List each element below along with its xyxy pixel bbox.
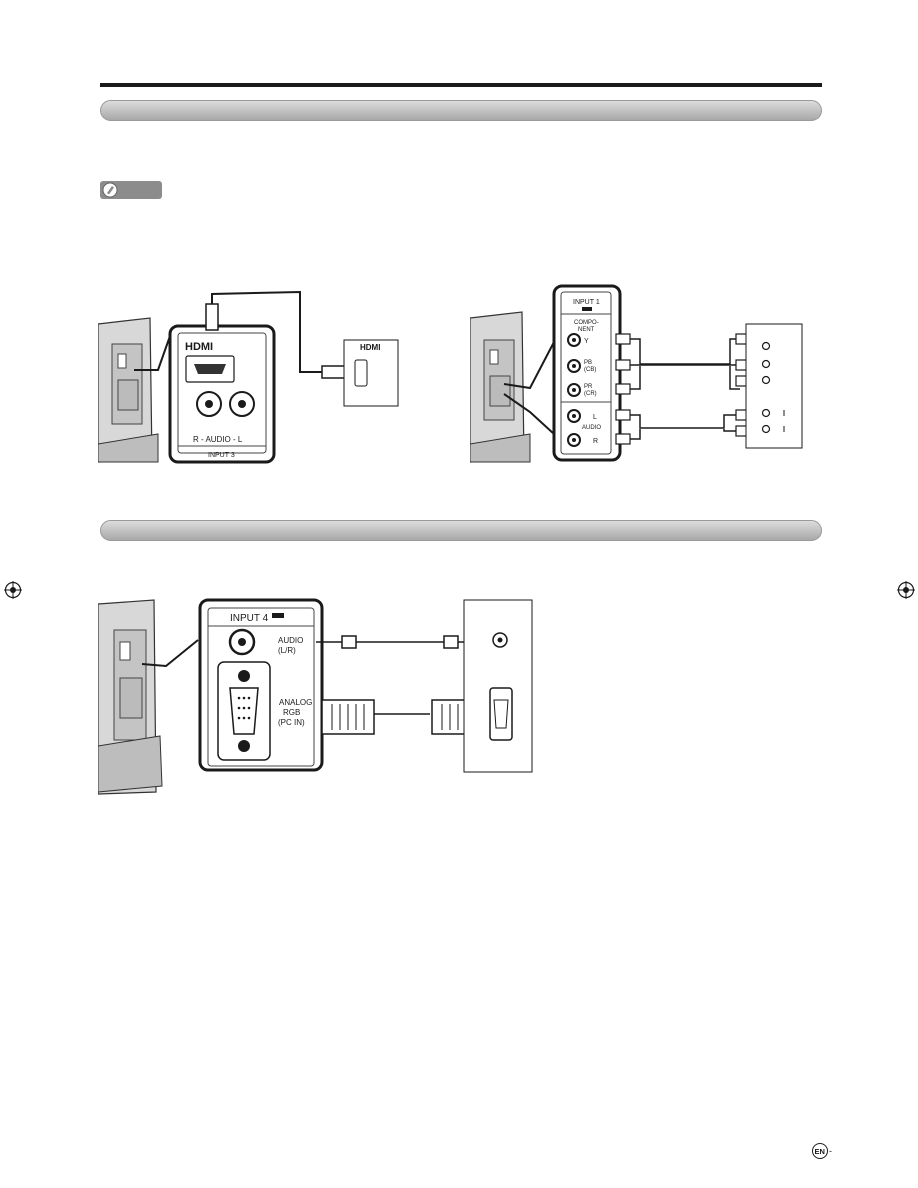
audio-label-component: AUDIO (582, 425, 601, 431)
component-device (745, 323, 803, 449)
pb-label: PB (584, 360, 592, 366)
component-connection-diagram: INPUT 1 COMPO- NENT Y PB (CB) PR (CR) L … (470, 284, 803, 463)
device-jacks (761, 341, 771, 434)
component-label-line1: COMPO- (574, 320, 599, 326)
l-label: L (593, 414, 597, 421)
component-audio-cable (630, 414, 740, 429)
hdmi-connection-diagram: HDMI R - AUDIO - L INPUT 3 HDMI (98, 290, 399, 464)
language-badge-text: EN (815, 1147, 825, 1156)
pr-label: PR (584, 384, 593, 390)
vga-port (229, 687, 259, 735)
component-video-cable (630, 338, 740, 365)
device-hdmi-port (354, 359, 368, 387)
cb-label: (CB) (584, 367, 596, 373)
note-icon (100, 181, 162, 199)
hdmi-plug-tv (205, 303, 219, 331)
page-language-badge: EN - (812, 1143, 832, 1159)
registration-mark-right (897, 581, 915, 599)
tv-rear-illustration-1 (98, 317, 159, 463)
hdmi-plug-device (321, 365, 347, 379)
input-4-label: INPUT 4 (230, 613, 269, 624)
registration-mark-left (4, 581, 22, 599)
input-1-label: INPUT 1 (573, 299, 600, 306)
audio-label-pc: AUDIO (278, 636, 303, 645)
cr-label: (CR) (584, 391, 597, 397)
y-label: Y (584, 338, 589, 345)
page-dash: - (829, 1146, 832, 1156)
audio-rl-label: R - AUDIO - L (193, 435, 243, 444)
audio-lr-label: (L/R) (278, 646, 296, 655)
tv-rear-illustration-3 (98, 599, 163, 795)
analog-label: ANALOG (279, 698, 312, 707)
device-hdmi-logo: HDMI (360, 343, 380, 352)
input-3-label: INPUT 3 (208, 452, 235, 459)
r-label: R (593, 438, 598, 445)
hdmi-device (343, 339, 399, 407)
pc-in-label: (PC IN) (278, 718, 305, 727)
rgb-label: RGB (283, 708, 300, 717)
pc-connection-diagram: INPUT 4 AUDIO (L/R) ANALOG RGB (PC IN) (98, 598, 533, 795)
section-header-band-2 (100, 520, 822, 541)
hdmi-logo: HDMI (185, 341, 213, 353)
component-label-line2: NENT (578, 327, 595, 333)
pc-device (463, 599, 533, 773)
section-header-band-1 (100, 100, 822, 121)
top-rule (100, 83, 822, 87)
